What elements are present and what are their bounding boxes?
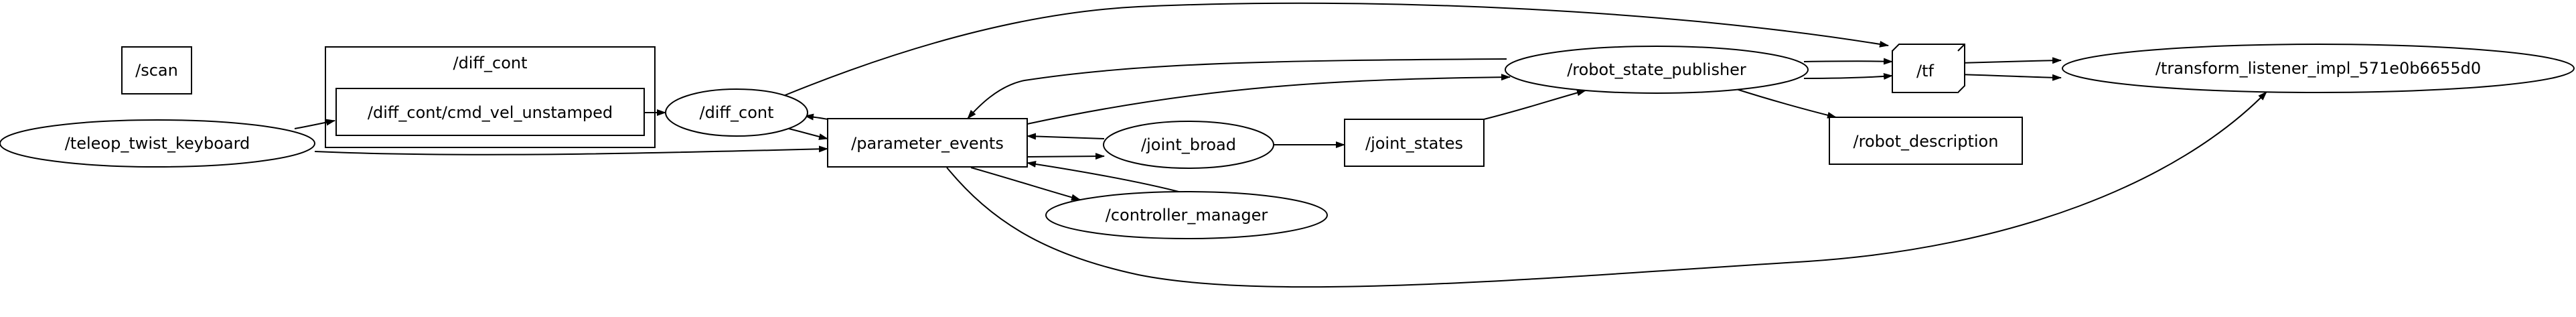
edge-joint-states-to-robot-state-publisher <box>1483 89 1586 120</box>
node-transform-listener-label: /transform_listener_impl_571e0b6655d0 <box>2155 59 2481 78</box>
node-parameter-events-label: /parameter_events <box>851 134 1004 153</box>
node-joint-broad[interactable]: /joint_broad <box>1103 121 1274 169</box>
edge-parameter-events-to-joint-broad <box>1027 153 1105 160</box>
node-teleop-twist-keyboard[interactable]: /teleop_twist_keyboard <box>0 119 315 168</box>
edge-tf-to-transform-listener-a <box>1959 57 2062 64</box>
node-controller-manager-label: /controller_manager <box>1106 206 1268 225</box>
node-tf-label: /tf <box>1916 62 1934 80</box>
edge-robot-state-publisher-to-tf-b <box>1803 73 1893 80</box>
node-scan[interactable]: /scan <box>121 46 192 94</box>
edge-parameter-events-to-transform-listener <box>946 91 2267 288</box>
edge-robot-state-publisher-to-tf-a <box>1803 58 1893 65</box>
node-transform-listener[interactable]: /transform_listener_impl_571e0b6655d0 <box>2062 44 2575 93</box>
node-joint-states-label: /joint_states <box>1365 134 1463 153</box>
node-diff-cont[interactable]: /diff_cont <box>665 88 808 137</box>
node-robot-description-label: /robot_description <box>1853 132 1999 151</box>
edge-robot-state-publisher-to-parameter-events <box>967 58 1507 119</box>
node-diff-cont-cmd-vel-unstamped-label: /diff_cont/cmd_vel_unstamped <box>368 103 613 122</box>
node-robot-description[interactable]: /robot_description <box>1829 117 2023 165</box>
node-joint-states[interactable]: /joint_states <box>1344 119 1485 167</box>
node-parameter-events[interactable]: /parameter_events <box>827 118 1028 168</box>
edge-tf-to-transform-listener-b <box>1959 74 2062 81</box>
edge-parameter-events-to-controller-manager <box>970 167 1081 201</box>
edges <box>294 2 2267 288</box>
edge-joint-broad-to-parameter-events <box>1027 133 1105 140</box>
edge-parameter-events-to-robot-state-publisher <box>1027 74 1511 125</box>
edge-robot-state-publisher-to-robot-description <box>1734 88 1837 119</box>
cluster-diff-cont-label: /diff_cont <box>453 54 527 72</box>
node-robot-state-publisher[interactable]: /robot_state_publisher <box>1505 46 1809 94</box>
edge-teleop-to-cmd-vel <box>294 119 335 129</box>
node-diff-cont-label: /diff_cont <box>699 103 773 122</box>
node-diff-cont-cmd-vel-unstamped[interactable]: /diff_cont/cmd_vel_unstamped <box>335 88 645 136</box>
node-teleop-twist-keyboard-label: /teleop_twist_keyboard <box>65 134 250 153</box>
node-controller-manager[interactable]: /controller_manager <box>1045 191 1328 239</box>
cluster-diff-cont: /diff_cont <box>325 46 656 148</box>
node-joint-broad-label: /joint_broad <box>1141 135 1236 154</box>
nodes: /scan /teleop_twist_keyboard /diff_cont … <box>0 44 2575 239</box>
node-tf[interactable]: /tf <box>1892 44 1965 93</box>
edge-diff-cont-to-parameter-events <box>783 127 828 140</box>
node-robot-state-publisher-label: /robot_state_publisher <box>1567 60 1746 79</box>
node-scan-label: /scan <box>135 61 178 80</box>
edge-teleop-to-parameter-events <box>314 145 828 155</box>
edge-controller-manager-to-parameter-events <box>1027 161 1185 194</box>
edge-diff-cont-to-tf <box>783 2 1889 97</box>
